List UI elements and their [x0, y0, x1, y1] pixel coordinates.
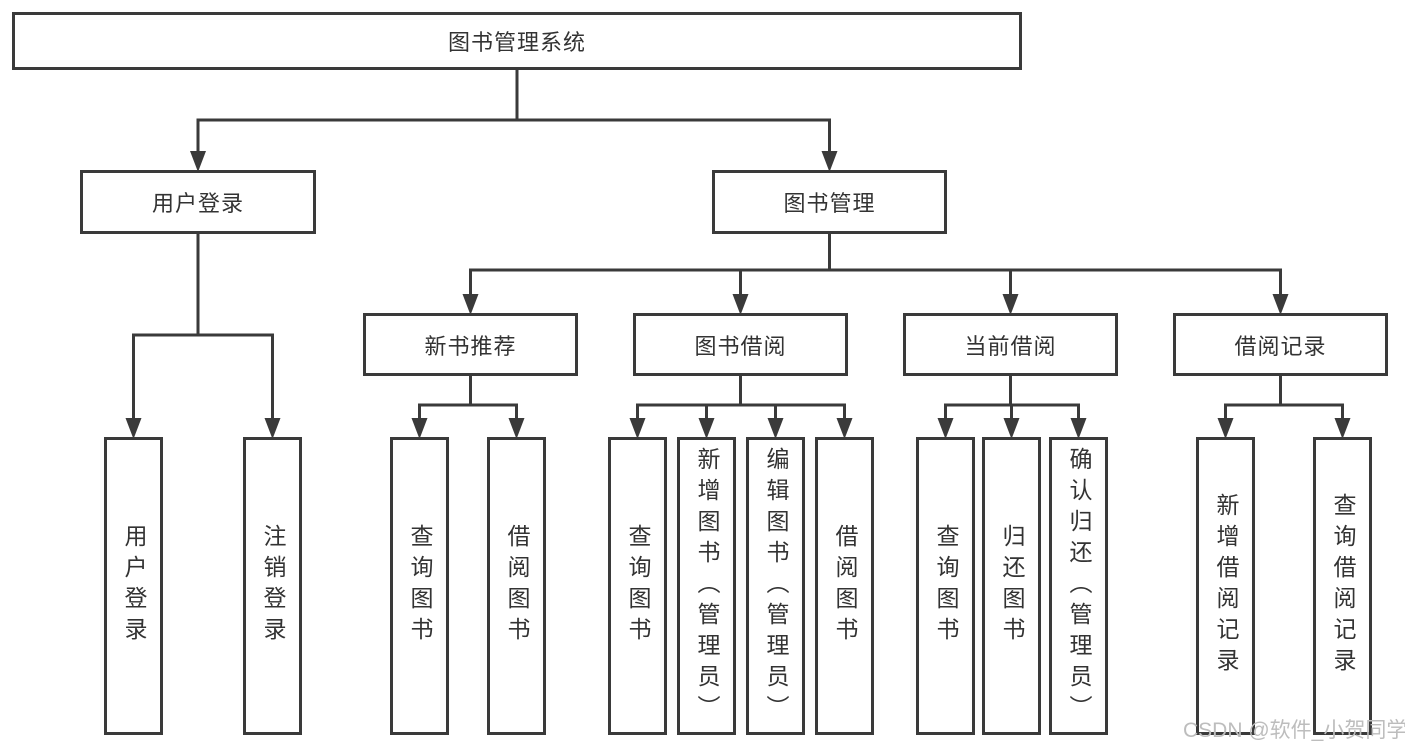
- node-user-login-branch: 用户登录: [80, 170, 316, 234]
- leaf-borrow-books-recommend: 借阅图书: [487, 437, 546, 735]
- leaf-user-login: 用户登录: [104, 437, 163, 735]
- leaf-query-books-borrowing-label: 查询图书: [625, 524, 651, 648]
- leaf-logout: 注销登录: [243, 437, 302, 735]
- leaf-query-books-current: 查询图书: [916, 437, 975, 735]
- leaf-query-books-current-label: 查询图书: [933, 524, 959, 648]
- leaf-add-books-admin-label: 新增图书（管理员）: [694, 446, 720, 726]
- leaf-return-books: 归还图书: [982, 437, 1041, 735]
- leaf-confirm-return-admin-label: 确认归还（管理员）: [1066, 446, 1092, 726]
- node-book-management-branch-label: 图书管理: [783, 191, 876, 216]
- node-book-management-branch: 图书管理: [712, 170, 947, 234]
- leaf-return-books-label: 归还图书: [999, 524, 1025, 648]
- leaf-add-books-admin: 新增图书（管理员）: [677, 437, 736, 735]
- leaf-borrow-books: 借阅图书: [815, 437, 874, 735]
- leaf-query-borrow-record: 查询借阅记录: [1313, 437, 1372, 735]
- leaf-edit-books-admin: 编辑图书（管理员）: [746, 437, 805, 735]
- csdn-watermark: CSDN @软件_小贺同学: [1183, 719, 1405, 742]
- connector-lines: [132, 68, 1344, 422]
- node-borrowing-records: 借阅记录: [1173, 313, 1388, 376]
- node-borrowing-records-label: 借阅记录: [1234, 333, 1327, 359]
- node-library-management-system: 图书管理系统: [12, 12, 1022, 70]
- leaf-borrow-books-label: 借阅图书: [832, 524, 858, 648]
- leaf-add-borrow-record: 新增借阅记录: [1196, 437, 1255, 735]
- node-new-book-recommendation-label: 新书推荐: [424, 333, 517, 359]
- node-book-borrowing-label: 图书借阅: [694, 333, 787, 359]
- node-current-borrowing-label: 当前借阅: [964, 333, 1057, 359]
- leaf-query-borrow-record-label: 查询借阅记录: [1330, 493, 1356, 679]
- leaf-edit-books-admin-label: 编辑图书（管理员）: [763, 446, 789, 726]
- arrowheads: [125, 151, 1351, 439]
- leaf-query-books-recommend: 查询图书: [390, 437, 449, 735]
- leaf-add-borrow-record-label: 新增借阅记录: [1213, 493, 1239, 679]
- leaf-logout-label: 注销登录: [260, 524, 286, 648]
- leaf-user-login-label: 用户登录: [121, 524, 147, 648]
- leaf-confirm-return-admin: 确认归还（管理员）: [1049, 437, 1108, 735]
- leaf-query-books-recommend-label: 查询图书: [407, 524, 433, 648]
- node-book-borrowing: 图书借阅: [633, 313, 848, 376]
- leaf-borrow-books-recommend-label: 借阅图书: [504, 524, 530, 648]
- node-user-login-branch-label: 用户登录: [151, 191, 244, 216]
- node-library-management-system-label: 图书管理系统: [447, 30, 586, 55]
- node-new-book-recommendation: 新书推荐: [363, 313, 578, 376]
- leaf-query-books-borrowing: 查询图书: [608, 437, 667, 735]
- node-current-borrowing: 当前借阅: [903, 313, 1118, 376]
